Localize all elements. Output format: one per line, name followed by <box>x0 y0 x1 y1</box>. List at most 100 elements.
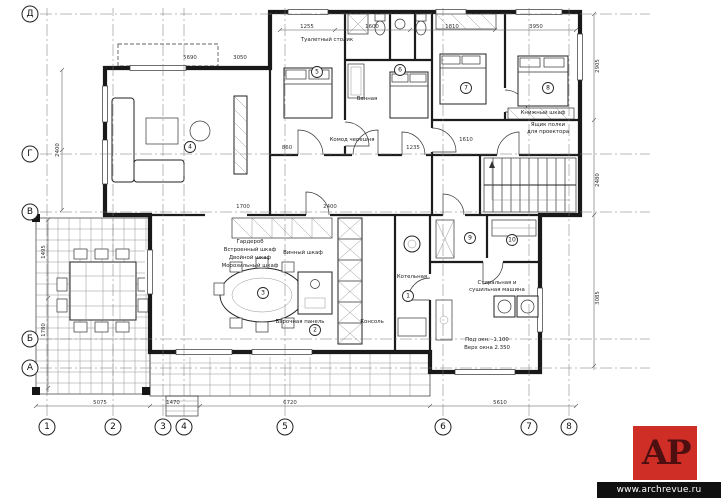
coffee-table <box>145 117 179 145</box>
axis-row-label: Д <box>26 9 33 19</box>
annotation-label: Варочная панель <box>276 319 325 325</box>
dimension-lines <box>33 11 597 409</box>
window <box>251 349 313 355</box>
dimension-label: 2480 <box>595 173 601 187</box>
axis-col-label: 2 <box>110 422 116 432</box>
room-number: 2 <box>313 327 317 334</box>
room-number: 4 <box>188 144 192 151</box>
dimension-label: 1610 <box>459 137 473 143</box>
annotation-label: Двойной шкаф <box>229 254 272 261</box>
openings-group <box>100 7 585 377</box>
room-number-marker <box>464 232 476 244</box>
room-number: 10 <box>508 237 516 244</box>
room-number: 6 <box>398 67 402 74</box>
axis-marker-col-4 <box>175 418 193 436</box>
room-number: 1 <box>406 293 410 300</box>
porch-canopy <box>117 43 219 67</box>
window <box>577 33 583 81</box>
axis-row-label: Б <box>27 334 33 344</box>
logo-mark: АР <box>633 426 697 480</box>
axis-row-label: В <box>27 207 33 217</box>
toilet <box>415 20 427 36</box>
annotation-label: Ванная <box>357 96 378 102</box>
room-number-marker <box>506 234 518 246</box>
annotation-label: Встроенный шкаф <box>224 246 277 253</box>
dimension-label: 1700 <box>236 204 250 210</box>
axis-col-label: 7 <box>526 422 532 432</box>
dimension-label: 6720 <box>283 400 297 406</box>
axis-marker-col-1 <box>38 418 56 436</box>
terrace-group <box>32 43 431 417</box>
annotation-label: для проектора <box>527 129 569 135</box>
dimension-label: 3050 <box>233 55 247 61</box>
room-number: 3 <box>261 290 265 297</box>
sink <box>394 18 406 30</box>
room-number: 5 <box>315 69 319 76</box>
dimension-label: 5610 <box>493 400 507 406</box>
window <box>102 85 108 123</box>
dimension-label: 2400 <box>323 204 337 210</box>
annotation-label: Стиральная и <box>477 280 517 286</box>
annotation-label: Котельная <box>397 274 427 280</box>
logo-url-bar: www.archrevue.ru <box>597 482 721 498</box>
annotation-label: Комод черешня <box>330 137 375 143</box>
axis-marker-row-А <box>21 359 39 377</box>
logo-url: www.archrevue.ru <box>616 485 702 495</box>
dimension-label: 1235 <box>406 145 420 151</box>
sofa <box>111 97 135 183</box>
room-number: 9 <box>468 235 472 242</box>
bathtub <box>347 63 365 99</box>
dimension-label: 5075 <box>93 400 107 406</box>
dimension-label: 1470 <box>166 400 180 406</box>
room-number-marker <box>184 141 196 153</box>
dimension-label: 1255 <box>300 24 314 30</box>
dimension-label: 5690 <box>183 55 197 61</box>
room-number-marker <box>309 324 321 336</box>
axis-marker-col-6 <box>434 418 452 436</box>
dryer <box>516 295 539 318</box>
axis-col-label: 5 <box>282 422 288 432</box>
axis-marker-row-В <box>21 203 39 221</box>
room-number-marker <box>542 82 554 94</box>
laundry-counter <box>435 299 453 341</box>
window <box>102 139 108 185</box>
logo-initials: АР <box>641 433 691 473</box>
annotation-label: Гардероб <box>236 239 264 245</box>
dimension-label: 860 <box>282 145 293 151</box>
room-number: 7 <box>464 85 468 92</box>
room-number-marker <box>394 64 406 76</box>
axis-row-label: А <box>27 363 34 373</box>
window <box>515 9 563 15</box>
axis-marker-row-Б <box>21 330 39 348</box>
tv-unit <box>233 95 248 175</box>
dimension-label: 1600 <box>365 24 379 30</box>
armchair <box>189 120 211 142</box>
axis-marker-col-7 <box>520 418 538 436</box>
axis-col-label: 1 <box>44 422 50 432</box>
annotation-label: Верх окна 2.350 <box>464 345 510 351</box>
room-number-marker <box>257 287 269 299</box>
sofa <box>133 159 185 183</box>
dimension-label: 2400 <box>55 143 61 157</box>
annotation-label: Консоль <box>360 319 384 325</box>
axis-marker-row-Г <box>21 145 39 163</box>
window <box>129 65 187 71</box>
bookcase <box>507 107 575 120</box>
annotation-label: Морозильный шкаф <box>222 262 279 269</box>
dimension-label: 1810 <box>445 24 459 30</box>
axis-marker-col-3 <box>154 418 172 436</box>
annotation-label: сушильная машина <box>469 287 525 293</box>
annotation-label: Книжный шкаф <box>521 109 566 116</box>
room-number-marker <box>311 66 323 78</box>
annotation-label: Туалетный столик <box>300 36 354 43</box>
stairs-direction-arrow <box>489 161 495 168</box>
washing-machine <box>493 295 516 318</box>
room-number-marker <box>460 82 472 94</box>
stairs-group <box>483 157 577 213</box>
annotation-label: Ящик полки <box>531 122 566 128</box>
room-number: 8 <box>546 85 550 92</box>
axis-marker-col-2 <box>104 418 122 436</box>
axis-marker-row-Д <box>21 5 39 23</box>
